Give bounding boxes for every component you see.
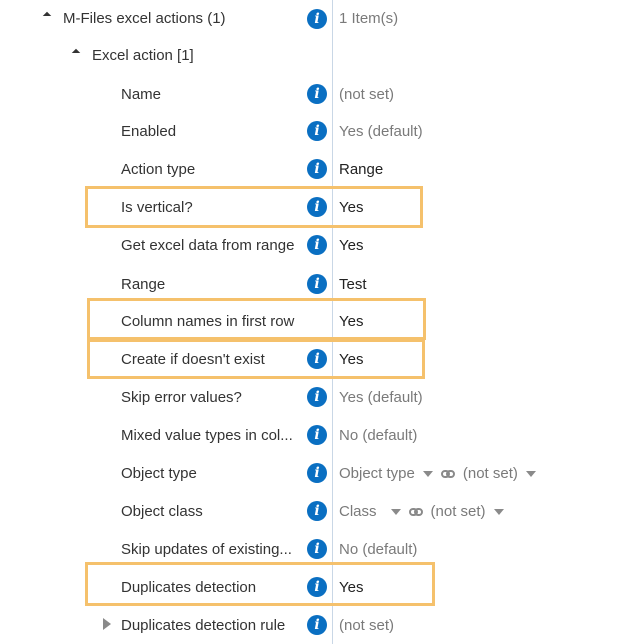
highlight-box-is-vertical (85, 186, 423, 228)
property-value[interactable]: Range (339, 161, 384, 178)
info-icon[interactable]: i (307, 9, 327, 29)
property-row-object-class[interactable]: Object class i Class (not set) (0, 492, 644, 530)
property-value[interactable]: (not set) (339, 86, 395, 103)
property-value[interactable]: No (default) (339, 427, 418, 444)
property-value[interactable]: Yes (339, 237, 364, 254)
info-icon[interactable]: i (307, 425, 327, 445)
property-value[interactable]: Yes (default) (339, 123, 423, 140)
info-icon[interactable]: i (307, 387, 327, 407)
property-row-create-if-not-exist[interactable]: Create if doesn't exist i Yes (0, 340, 644, 378)
property-label: Enabled (121, 123, 177, 140)
property-value[interactable]: Yes (default) (339, 389, 423, 406)
highlight-box-duplicates-detection (85, 562, 435, 606)
property-row-duplicates-detection-rule[interactable]: Duplicates detection rule i (not set) (0, 606, 644, 644)
collapse-arrow-icon[interactable] (71, 48, 81, 58)
property-label: Create if doesn't exist (121, 351, 265, 368)
property-row-duplicates-detection[interactable]: Duplicates detection i Yes (0, 568, 644, 606)
property-value[interactable]: No (default) (339, 541, 418, 558)
highlight-box-column-names (87, 298, 426, 340)
info-icon[interactable]: i (307, 274, 327, 294)
tree-child-row[interactable]: Excel action [1] (0, 37, 644, 75)
object-type-selector[interactable]: Object type (not set) (339, 465, 544, 483)
dropdown-caret-icon[interactable] (390, 509, 401, 516)
property-label: Range (121, 276, 166, 293)
object-class-select-value[interactable]: Class (339, 503, 377, 520)
property-label: Column names in first row (121, 313, 295, 330)
object-type-ref-value[interactable]: (not set) (462, 465, 518, 482)
link-icon (440, 470, 455, 479)
child-label: Excel action [1] (92, 47, 194, 64)
info-icon[interactable]: i (307, 539, 327, 559)
property-label: Skip updates of existing... (121, 541, 292, 558)
info-icon[interactable]: i (307, 349, 327, 369)
dropdown-caret-icon[interactable] (422, 471, 433, 478)
column-divider[interactable] (332, 0, 333, 644)
property-row-skip-error-values[interactable]: Skip error values? i Yes (default) (0, 378, 644, 416)
info-icon[interactable]: i (307, 463, 327, 483)
property-row-get-excel-data[interactable]: Get excel data from range i Yes (0, 226, 644, 264)
property-label: Is vertical? (121, 199, 193, 216)
info-icon[interactable]: i (307, 159, 327, 179)
property-label: Get excel data from range (121, 237, 295, 254)
expand-arrow-icon[interactable] (103, 618, 111, 630)
property-value[interactable]: Yes (339, 199, 364, 216)
info-icon[interactable]: i (307, 84, 327, 104)
highlight-box-create-if-not-exist (87, 339, 425, 379)
info-icon[interactable]: i (307, 577, 327, 597)
property-row-column-names[interactable]: Column names in first row Yes (0, 302, 644, 340)
root-label: M-Files excel actions (1) (63, 10, 226, 27)
property-value[interactable]: Test (339, 276, 367, 293)
tree-root-row[interactable]: M-Files excel actions (1) i 1 Item(s) (0, 0, 644, 38)
object-class-ref-value[interactable]: (not set) (430, 503, 486, 520)
property-value[interactable]: Yes (339, 351, 364, 368)
property-label: Mixed value types in col... (121, 427, 293, 444)
property-row-enabled[interactable]: Enabled i Yes (default) (0, 112, 644, 150)
property-label: Name (121, 86, 162, 103)
info-icon[interactable]: i (307, 501, 327, 521)
property-label: Duplicates detection rule (121, 617, 286, 634)
root-value: 1 Item(s) (339, 10, 399, 27)
property-label: Skip error values? (121, 389, 242, 406)
dropdown-caret-icon[interactable] (525, 471, 536, 478)
property-row-name[interactable]: Name i (not set) (0, 75, 644, 113)
info-icon[interactable]: i (307, 235, 327, 255)
property-label: Object class (121, 503, 203, 520)
link-icon (408, 508, 423, 517)
object-class-selector[interactable]: Class (not set) (339, 503, 512, 521)
property-row-is-vertical[interactable]: Is vertical? i Yes (0, 188, 644, 226)
property-label: Action type (121, 161, 196, 178)
info-icon[interactable]: i (307, 197, 327, 217)
property-value[interactable]: Yes (339, 579, 364, 596)
property-value[interactable]: (not set) (339, 617, 395, 634)
object-type-select-value[interactable]: Object type (339, 465, 415, 482)
property-row-mixed-value-types[interactable]: Mixed value types in col... i No (defaul… (0, 416, 644, 454)
property-label: Duplicates detection (121, 579, 257, 596)
info-icon[interactable]: i (307, 615, 327, 635)
property-row-skip-updates[interactable]: Skip updates of existing... i No (defaul… (0, 530, 644, 568)
property-row-action-type[interactable]: Action type i Range (0, 150, 644, 188)
property-row-range[interactable]: Range i Test (0, 265, 644, 303)
info-icon[interactable]: i (307, 121, 327, 141)
property-row-object-type[interactable]: Object type i Object type (not set) (0, 454, 644, 492)
collapse-arrow-icon[interactable] (42, 11, 52, 21)
dropdown-caret-icon[interactable] (493, 509, 504, 516)
property-label: Object type (121, 465, 197, 482)
property-value[interactable]: Yes (339, 313, 364, 330)
